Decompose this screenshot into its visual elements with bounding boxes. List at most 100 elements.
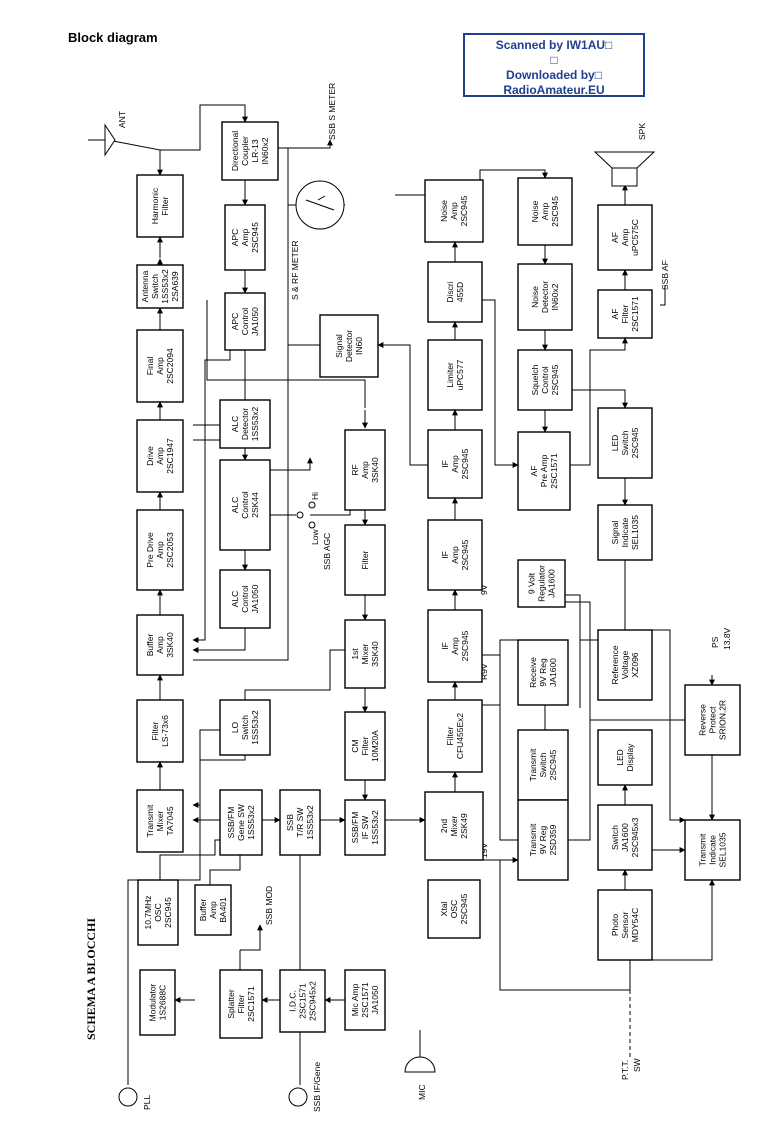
block-label-line: 2SD359 — [548, 824, 558, 855]
block-label-line: 2SA639 — [170, 271, 180, 302]
block-label-line: Amp — [450, 637, 460, 655]
block-label-line: 9V Reg — [538, 658, 548, 687]
block-label-line: Photo — [610, 914, 620, 936]
block-label-line: LS-73x6 — [160, 715, 170, 747]
block-label-line: Limiter — [445, 362, 455, 388]
stamp-line: Scanned by IW1AU□ — [495, 38, 613, 52]
block-border — [427, 609, 483, 683]
block-label-line: Signal — [610, 521, 620, 545]
block-label-line: 2SC1571 — [360, 982, 370, 1018]
block-label-line: 3SK40 — [165, 632, 175, 658]
block-border — [221, 121, 279, 181]
block-border — [136, 509, 184, 591]
block-label-line: Reference — [610, 645, 620, 684]
ssb-af-label: SSB AF — [660, 260, 670, 290]
block-border — [139, 969, 176, 1036]
antenna-symbol — [88, 123, 116, 157]
block-label-line: Pre Amp — [539, 454, 549, 487]
block-label-line: OSC — [449, 900, 459, 918]
block-border — [136, 419, 184, 493]
block-label-line: SRION.2R — [718, 700, 728, 740]
diagram-title: SCHEMA A BLOCCHI — [84, 918, 98, 1040]
block-label-line: Harmonic — [150, 187, 160, 224]
block-border — [597, 804, 653, 871]
hi-label: Hi — [310, 492, 320, 500]
block-label-line: Directional — [230, 131, 240, 171]
block-border — [684, 684, 741, 756]
block-label-line: Antenna — [140, 270, 150, 302]
block-label-line: LO — [230, 721, 240, 733]
block-label-line: Transmit — [145, 804, 155, 837]
block-label-line: JA1050 — [250, 307, 260, 336]
v9-label: 9V — [479, 584, 489, 595]
block-border — [684, 819, 741, 881]
block-border — [136, 789, 184, 853]
block-label-line: 2SC945 — [548, 749, 558, 780]
block-border — [517, 263, 573, 331]
block-label-line: 2SK44 — [250, 492, 260, 518]
block-label-line: uPC577 — [455, 359, 465, 390]
block-label-line: 9V Reg — [538, 826, 548, 855]
block-label-line: 2SC1571 — [246, 986, 256, 1022]
block-label-line: APC — [230, 229, 240, 246]
block-label-line: Amp — [240, 228, 250, 246]
block-label-line: Gene SW — [236, 804, 246, 841]
signal-wiring — [107, 104, 715, 1085]
block-label-line: JA1050 — [370, 985, 380, 1014]
ssb-if-gene-label: SSB IF/Gene — [312, 1062, 322, 1112]
block-border — [219, 699, 271, 756]
block-label-line: IF SW — [360, 816, 370, 840]
block-label-line: MDY54C — [630, 908, 640, 942]
ssb-s-meter-label: SSB S METER — [327, 83, 337, 140]
ps-volt-label: 13.8V — [722, 627, 732, 650]
block-label-line: Drive — [145, 446, 155, 466]
ptt-label: P.T.T. — [620, 1060, 630, 1080]
block-label-line: Amp — [620, 228, 630, 246]
block-label-line: Mixer — [449, 815, 459, 836]
block-label-line: APC — [230, 313, 240, 330]
block-label-line: Mic Amp — [350, 983, 360, 1016]
block-label-line: 9 Volt — [527, 572, 537, 594]
ssb-agc-label: SSB AGC — [322, 533, 332, 570]
block-label-line: SEL1035 — [630, 515, 640, 550]
block-label-line: Amp — [360, 461, 370, 479]
block-label-line: 2SC945 — [163, 897, 173, 928]
block-border — [219, 569, 271, 629]
block-label-line: 1S2688C — [158, 985, 168, 1020]
block-label-line: Amp — [155, 447, 165, 465]
block-border — [597, 289, 653, 339]
block-border — [597, 729, 653, 786]
page-title: Block diagram — [68, 30, 158, 45]
block-label-line: 2SC945 — [460, 630, 470, 661]
block-label-line: Protect — [708, 706, 718, 734]
s-rf-meter-label: S & RF METER — [290, 240, 300, 300]
block-label-line: 2SC945 — [550, 364, 560, 395]
block-label-line: IF — [440, 642, 450, 650]
block-label-line: Detector — [540, 281, 550, 313]
block-label-line: I.D.C. — [288, 990, 298, 1012]
block-label-line: Sensor — [620, 911, 630, 938]
